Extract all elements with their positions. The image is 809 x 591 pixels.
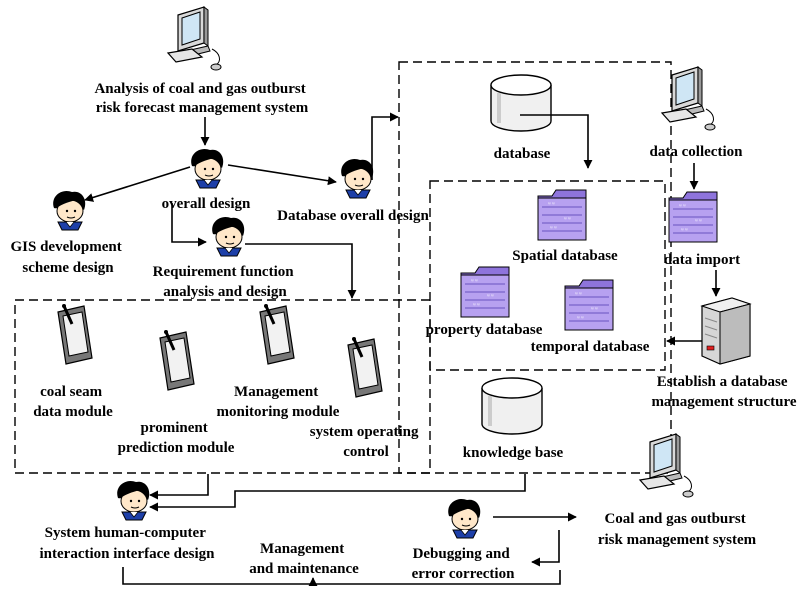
connector-overall-to-gis (84, 166, 191, 202)
person-icon (447, 498, 481, 539)
database-folder-icon (668, 191, 718, 243)
node-prediction: prominent prediction module (118, 420, 235, 456)
server-icon (701, 297, 751, 365)
database-folder-icon (460, 266, 510, 318)
node-data-import: data import (664, 252, 740, 268)
database-cylinder-icon (489, 73, 553, 133)
person-icon (116, 480, 150, 521)
connector-loop-to-maintenance (122, 567, 561, 585)
connector-modules-to-hci (149, 474, 209, 500)
database-cylinder-icon (480, 376, 544, 436)
connector-db-region-to-hci (149, 474, 526, 512)
node-monitoring: Management monitoring module (217, 384, 340, 420)
node-database: database (494, 146, 551, 162)
node-hci: System human-computer interaction interf… (40, 525, 216, 562)
connector-database-to-storage (520, 114, 593, 169)
connector-risk-system-to-debugging (531, 530, 560, 567)
node-risk-system: Coal and gas outburst risk management sy… (598, 511, 757, 548)
database-region-outline (398, 61, 672, 474)
node-requirement: Requirement function analysis and design (153, 264, 298, 300)
person-icon (190, 148, 224, 189)
node-maintenance: Management and maintenance (249, 541, 359, 577)
node-analysis: Analysis of coal and gas outburst risk f… (94, 81, 309, 116)
tablet-icon (258, 302, 296, 366)
connector-overall-to-requirement (171, 203, 207, 247)
connector-requirement-to-modules (245, 243, 357, 299)
node-overall-design: overall design (162, 196, 251, 212)
node-debugging: Debugging and error correction (412, 546, 516, 582)
tablet-icon (346, 335, 384, 399)
node-gis-design: GIS development scheme design (10, 239, 125, 276)
node-property-db: property database (426, 322, 543, 338)
database-folder-icon (537, 189, 587, 241)
person-icon (340, 158, 374, 199)
modules-region-outline (14, 299, 431, 474)
computer-icon (639, 433, 694, 498)
person-icon (52, 190, 86, 231)
node-temporal-db: temporal database (531, 339, 650, 355)
node-operating-control: system operating control (310, 424, 423, 460)
node-data-collection: data collection (650, 144, 744, 160)
computer-icon (167, 6, 222, 71)
connector-overall-to-db-design (227, 164, 337, 186)
node-spatial-db: Spatial database (512, 248, 618, 264)
node-coal-seam: coal seam data module (33, 384, 113, 420)
computer-icon (661, 66, 716, 131)
database-folder-icon (564, 279, 614, 331)
tablet-icon (56, 302, 94, 366)
person-icon (211, 216, 245, 257)
node-db-structure: Establish a database management structur… (651, 374, 796, 410)
node-knowledge-base: knowledge base (463, 445, 564, 461)
node-db-overall-design: Database overall design (277, 208, 429, 224)
connector-db-design-to-region (371, 112, 399, 180)
tablet-icon (158, 328, 196, 392)
